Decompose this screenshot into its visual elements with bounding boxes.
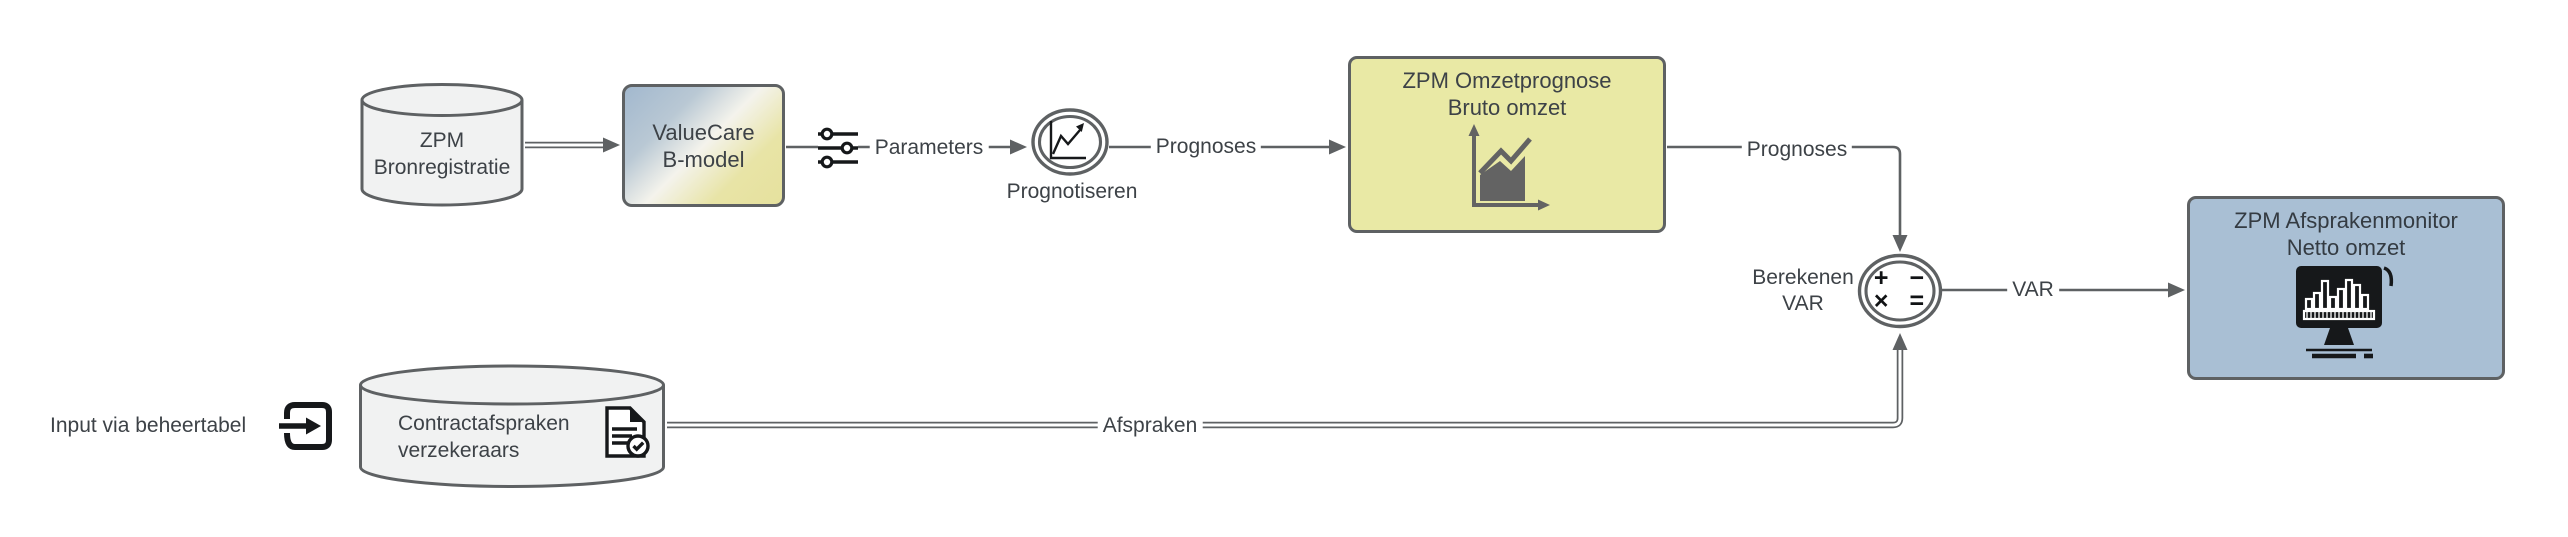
contract-db-label-line2: verzekeraars	[398, 439, 520, 462]
calc-circle	[1857, 253, 1943, 329]
berekenen-var-label: Berekenen VAR	[1752, 266, 1854, 315]
calc-symbols-row1: + −	[1873, 264, 1932, 292]
valuecare-label-line2: B-model	[662, 146, 745, 172]
node-zpm-omzetprognose: ZPM Omzetprognose Bruto omzet	[1348, 56, 1666, 233]
monitor-chart-icon	[2296, 266, 2394, 359]
node-contractafspraken: Contractafspraken verzekeraars	[358, 364, 666, 489]
node-berekenen-var	[1857, 253, 1943, 329]
edge-contract-berekenen	[667, 333, 1908, 429]
cylinder-shape	[360, 83, 524, 207]
node-prognotiseren	[1031, 108, 1109, 176]
document-check-icon	[605, 406, 650, 458]
enter-input-icon	[279, 402, 332, 450]
calc-symbols-row2: × =	[1873, 287, 1932, 315]
line-chart-icon	[1049, 121, 1086, 160]
input-via-beheertabel-label: Input via beheertabel	[50, 414, 247, 437]
afspraken-edge-label: Afspraken	[1097, 414, 1203, 438]
edge-berekenen-monitor	[1942, 282, 2185, 298]
prognoses-edge-label-2: Prognoses	[1741, 138, 1853, 162]
afsprakenmonitor-label-line1: ZPM Afsprakenmonitor	[2234, 208, 2458, 233]
bron-db-label-line1: ZPM	[419, 129, 465, 152]
sliders-icon	[818, 126, 858, 170]
valuecare-label-line1: ValueCare	[652, 119, 755, 145]
edge-bron-valuecare	[525, 137, 620, 153]
process-circle	[1031, 108, 1109, 176]
node-valuecare-bmodel: ValueCare B-model	[622, 84, 785, 207]
cylinder-shape	[359, 364, 665, 488]
area-chart-icon	[1468, 124, 1550, 211]
parameters-edge-label: Parameters	[869, 136, 989, 160]
prognotiseren-label: Prognotiseren	[1001, 180, 1143, 204]
calculator-symbols: + − × =	[1869, 266, 1929, 314]
var-edge-label: VAR	[2007, 278, 2059, 302]
omzetprognose-label-line1: ZPM Omzetprognose	[1402, 68, 1612, 93]
omzetprognose-label-line2: Bruto omzet	[1447, 95, 1567, 120]
afsprakenmonitor-label-line2: Netto omzet	[2286, 235, 2406, 260]
contract-db-label-line1: Contractafspraken	[398, 412, 570, 435]
edge-omzetprognose-berekenen	[1667, 145, 1908, 252]
node-zpm-bronregistratie: ZPM Bronregistratie	[360, 83, 524, 208]
prognoses-edge-label-1: Prognoses	[1150, 135, 1262, 159]
bron-db-label-line2: Bronregistratie	[373, 156, 511, 179]
node-zpm-afsprakenmonitor: ZPM Afsprakenmonitor Netto omzet	[2187, 196, 2505, 380]
